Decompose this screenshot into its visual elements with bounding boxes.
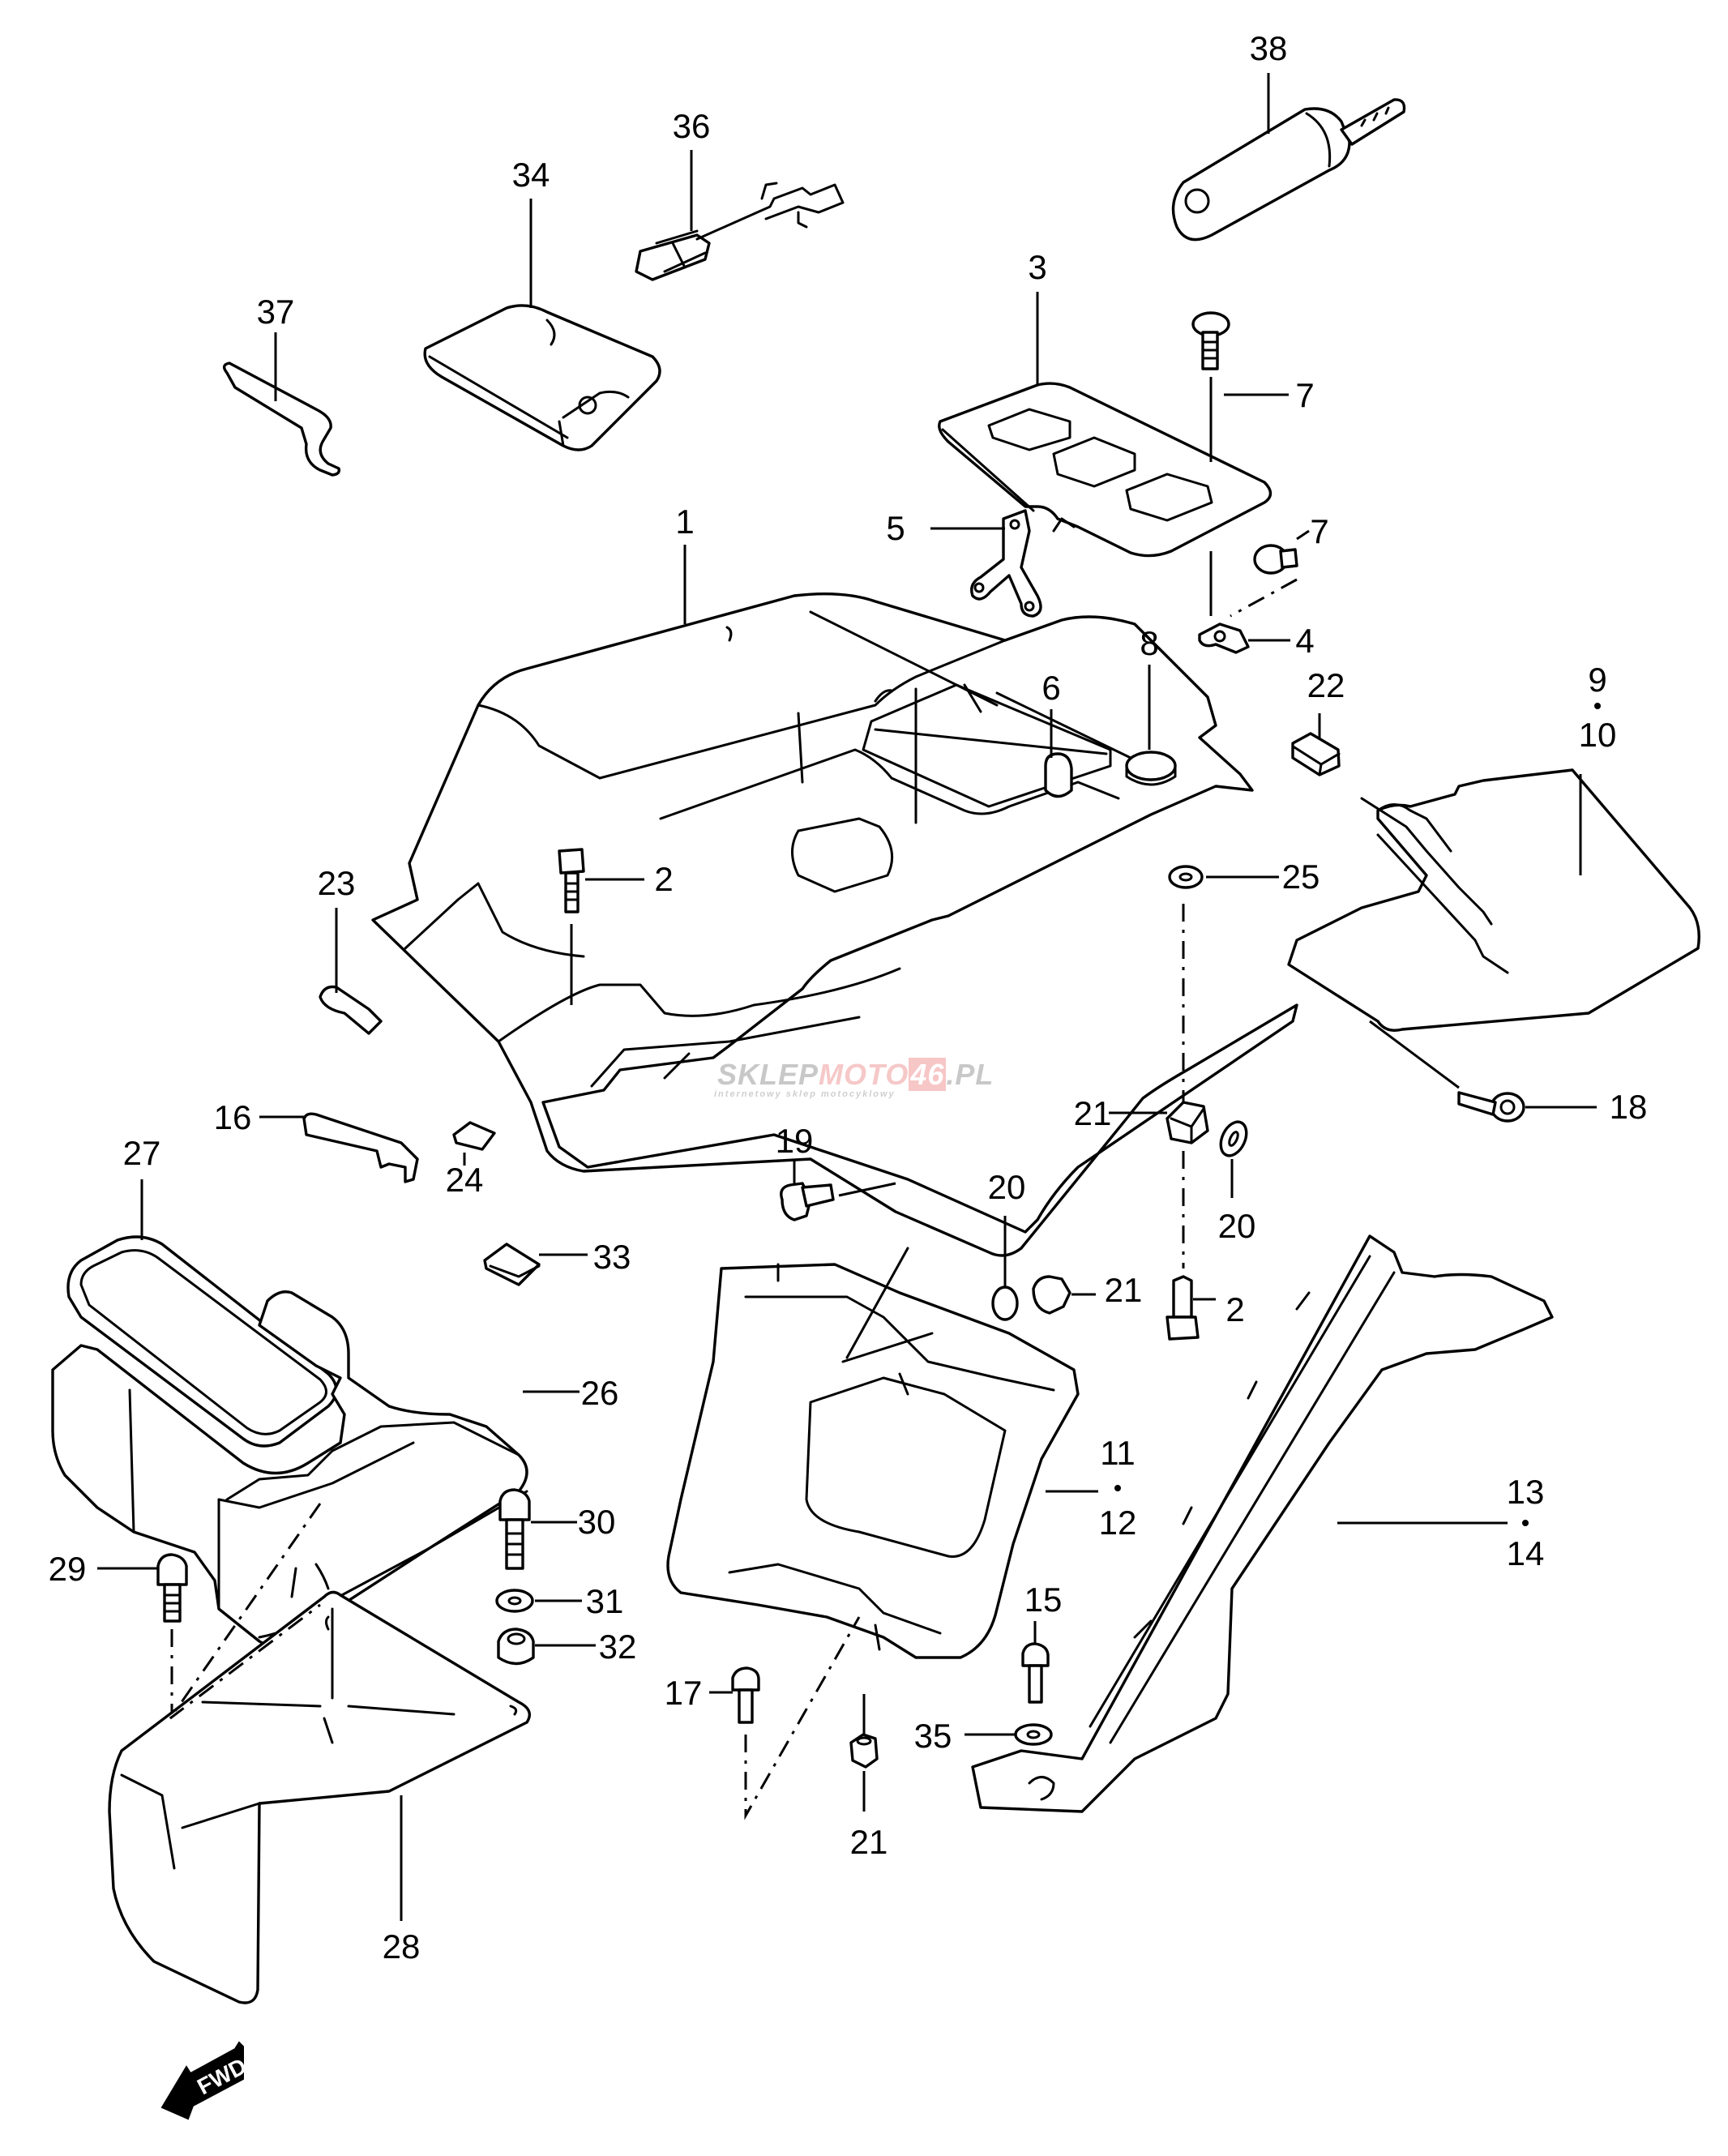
callout-11: 11 [1100,1434,1136,1472]
part-3-carrier-plate[interactable] [938,382,1272,558]
callout-35: 35 [914,1717,952,1755]
callout-30: 30 [578,1503,616,1541]
callout-24: 24 [446,1161,484,1199]
callout-21-middle: 21 [1105,1271,1143,1309]
part-13-14-side-guard[interactable] [971,1234,1554,1813]
callout-38: 38 [1250,29,1288,67]
callout-7-upper: 7 [1295,376,1314,414]
callout-5: 5 [886,509,905,547]
part-35-washer[interactable] [1014,1723,1053,1746]
callout-4: 4 [1295,622,1314,660]
part-30-bolt[interactable] [498,1488,531,1570]
callout-28: 28 [383,1927,421,1966]
callout-27: 27 [123,1134,161,1172]
callout-15: 15 [1024,1581,1063,1619]
callout-10: 10 [1579,716,1617,754]
part-16-guard[interactable] [302,1112,419,1183]
part-5-bracket[interactable] [970,509,1042,618]
callout-16: 16 [214,1098,252,1136]
part-21-nut-upper[interactable] [1166,1101,1209,1144]
part-28-skid-plate[interactable] [108,1590,531,2004]
part-24-pad[interactable] [452,1121,496,1151]
part-7-screw-lower[interactable] [1253,544,1298,575]
forward-arrow-icon: FWD [160,2041,250,2120]
leader-7b [1296,529,1310,541]
axis-28 [169,1503,322,1720]
part-18-bolt[interactable] [1457,1091,1525,1123]
part-21-nut-middle[interactable] [1032,1275,1071,1315]
callout-19: 19 [776,1122,814,1160]
callout-8: 8 [1140,624,1158,662]
part-4-clip[interactable] [1198,622,1250,654]
axis-18 [1369,1020,1460,1089]
callout-22: 22 [1307,666,1345,704]
part-20-washer-left[interactable] [991,1285,1019,1321]
axis-7b [1230,578,1298,618]
callout-21-upper: 21 [1074,1094,1112,1132]
callout-17: 17 [665,1674,703,1712]
callout-18: 18 [1610,1088,1648,1126]
part-31-washer[interactable] [495,1589,534,1613]
part-19-bolt[interactable] [780,1182,835,1221]
part-2-bolt-upper[interactable] [558,848,585,913]
axis-17 [744,1616,861,1820]
callout-7-lower: 7 [1310,512,1328,550]
part-36-strap[interactable] [635,182,845,281]
callout-13: 13 [1507,1473,1545,1511]
part-29-bolt[interactable] [156,1553,188,1623]
part-34-tool-bag[interactable] [423,304,661,451]
callout-36: 36 [673,107,711,145]
callout-20-right: 20 [1218,1207,1256,1245]
callout-1: 1 [675,503,694,541]
part-25-washer[interactable] [1168,865,1204,889]
callout-2-upper: 2 [654,860,673,898]
callout-37: 37 [257,293,295,331]
callout-6: 6 [1042,669,1060,707]
part-15-bolt[interactable] [1021,1642,1050,1704]
part-8-cap[interactable] [1125,751,1177,786]
axis-19 [838,1182,896,1197]
part-21-nut-lower[interactable] [849,1733,879,1769]
part-23-cover[interactable] [319,985,383,1035]
part-17-bolt[interactable] [731,1666,760,1724]
callout-25: 25 [1282,858,1320,896]
callout-14: 14 [1507,1534,1545,1572]
callout-3: 3 [1028,248,1046,286]
callout-2-lower: 2 [1225,1290,1244,1328]
part-20-washer-right[interactable] [1216,1118,1251,1160]
part-33-pad[interactable] [483,1243,541,1286]
callout-labels: 38 36 34 37 3 7 5 7 1 4 8 6 22 9 10 2 23… [49,29,1648,1966]
part-9-10-rear-flap[interactable] [1287,768,1700,1032]
part-2-bolt-lower[interactable] [1166,1275,1200,1341]
callout-9: 9 [1588,661,1606,699]
callout-32: 32 [599,1628,637,1666]
callout-34: 34 [512,156,550,194]
callout-separator-dot [1114,1485,1121,1491]
callout-33: 33 [593,1238,631,1276]
callout-21-lower: 21 [850,1823,888,1861]
part-22-cushion[interactable] [1291,732,1341,776]
part-38-tool-handle[interactable] [1171,98,1406,242]
part-32-grommet[interactable] [497,1628,535,1666]
part-7-screw-upper[interactable] [1191,311,1230,370]
part-1-rear-fender[interactable] [371,592,1298,1257]
guide-line-11 [841,1247,934,1363]
part-27-seal[interactable] [66,1235,338,1448]
callout-31: 31 [586,1582,624,1620]
callout-26: 26 [581,1374,619,1412]
part-11-12-inner-fender[interactable] [666,1263,1080,1659]
callout-29: 29 [49,1550,87,1588]
callout-23: 23 [318,864,356,902]
callout-separator-dot [1522,1520,1529,1526]
callout-20-left: 20 [988,1168,1026,1206]
callout-separator-dot [1594,703,1601,709]
part-6-grommet[interactable] [1044,752,1073,798]
callout-12: 12 [1099,1504,1137,1542]
part-37-wrench[interactable] [222,361,341,477]
